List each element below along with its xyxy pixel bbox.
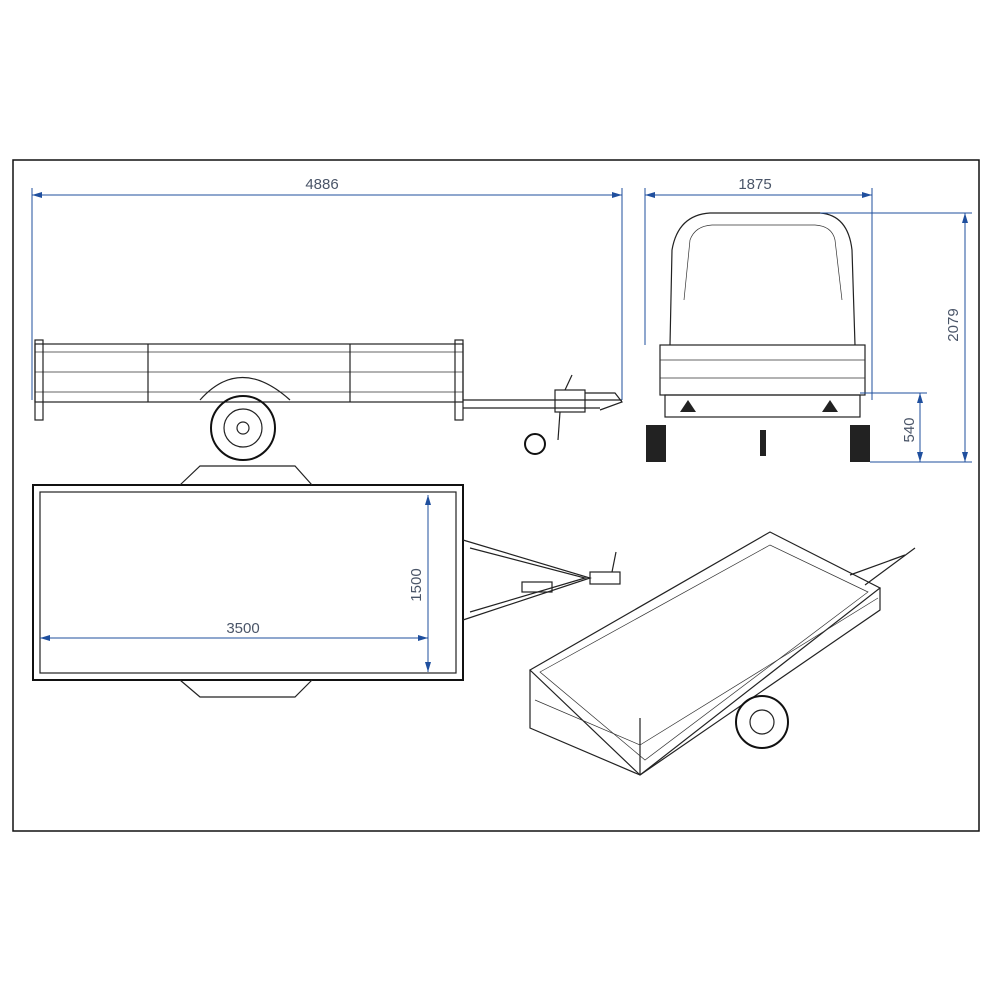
dimension-bed-length: 3500 (226, 620, 259, 637)
dimension-overall-width: 1875 (738, 176, 771, 193)
rear-view (646, 212, 870, 462)
dimension-overall-length: 4886 (305, 176, 338, 193)
dimensions (31, 188, 972, 672)
side-view (34, 339, 623, 461)
top-view (32, 465, 621, 698)
dimension-bed-width: 1500 (408, 568, 425, 601)
dimension-overall-height: 2079 (945, 308, 962, 341)
isometric-view (529, 531, 916, 776)
drawing-frame (12, 159, 980, 832)
dimension-platform-height: 540 (901, 417, 918, 442)
